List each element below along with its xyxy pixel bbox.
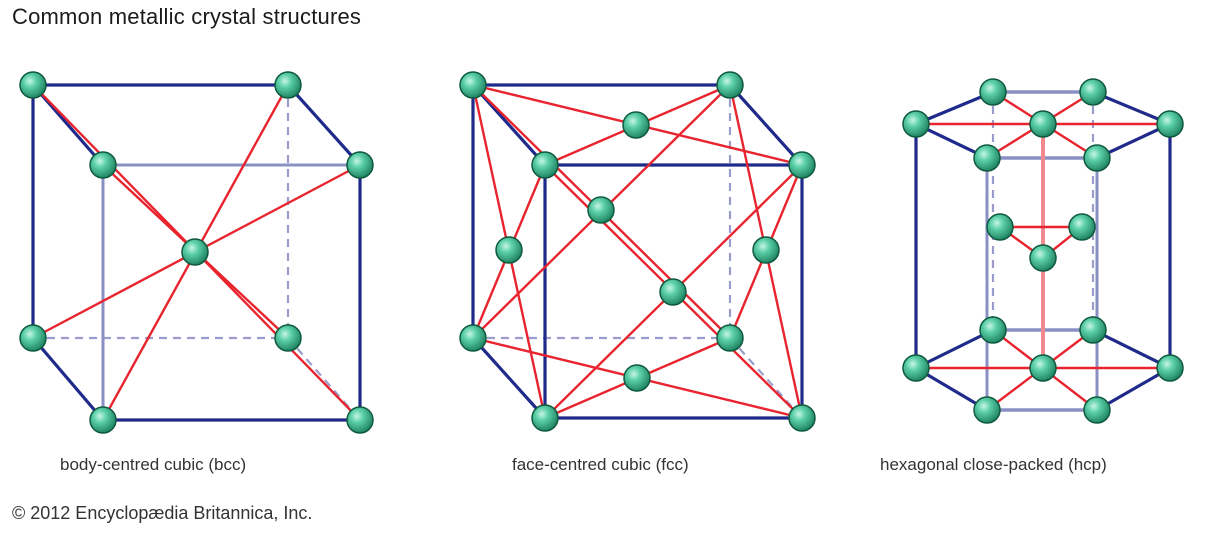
- hcp-unit-cell: [902, 78, 1184, 424]
- copyright-notice: © 2012 Encyclopædia Britannica, Inc.: [12, 503, 313, 523]
- bcc-unit-cell: [19, 71, 374, 434]
- bcc-caption: body-centred cubic (bcc): [60, 455, 247, 474]
- fcc-unit-cell: [459, 71, 816, 432]
- hcp-caption: hexagonal close-packed (hcp): [880, 455, 1107, 474]
- figure-title: Common metallic crystal structures: [12, 4, 362, 29]
- fcc-caption: face-centred cubic (fcc): [512, 455, 689, 474]
